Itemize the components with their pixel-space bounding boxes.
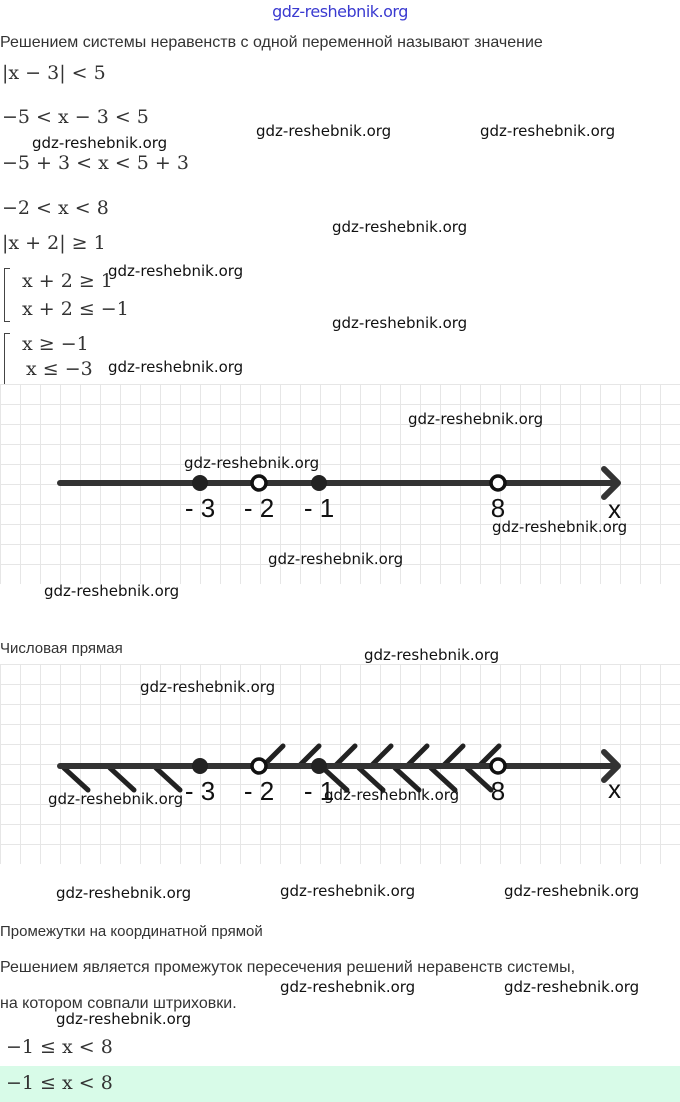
watermark: gdz-reshebnik.org <box>332 218 468 236</box>
hatch-stroke <box>332 743 358 769</box>
point-label: - 1 <box>304 776 334 806</box>
watermark: gdz-reshebnik.org <box>108 262 244 280</box>
watermark: gdz-reshebnik.org <box>44 582 180 600</box>
watermark: gdz-reshebnik.org <box>324 786 460 804</box>
watermark: gdz-reshebnik.org <box>184 454 320 472</box>
answer-box: −1 ≤ x < 8 <box>0 1066 680 1102</box>
watermark: gdz-reshebnik.org <box>364 646 500 664</box>
step-line-3: −5 + 3 < x < 5 + 3 <box>2 152 189 174</box>
point-label: - 1 <box>304 493 334 523</box>
hatch-stroke <box>320 765 350 793</box>
open-point <box>489 757 507 775</box>
set-bracket-2 <box>4 333 10 385</box>
watermark: gdz-reshebnik.org <box>108 358 244 376</box>
filled-point <box>192 475 208 491</box>
point-label: 8 <box>491 776 505 806</box>
set2-line-2: x ≤ −3 <box>26 358 93 380</box>
hatch-stroke <box>404 743 430 769</box>
set1-line-1: x + 2 ≥ 1 <box>22 270 113 292</box>
open-point <box>489 474 507 492</box>
conclusion-line-1: Решением является промежуток пересечения… <box>0 959 576 976</box>
hatch-stroke <box>356 765 386 793</box>
watermark: gdz-reshebnik.org <box>140 678 276 696</box>
point-label: - 3 <box>185 776 215 806</box>
hatch-stroke <box>476 743 502 769</box>
hatch-stroke <box>368 743 394 769</box>
axis-label: x <box>608 494 621 524</box>
number-line-figure-2: x - 3 - 2 - 1 8 <box>0 664 680 864</box>
intro-text: Решением системы неравенств с одной пере… <box>0 34 543 51</box>
filled-point <box>311 475 327 491</box>
step-line-4: −2 < x < 8 <box>2 197 109 219</box>
open-point <box>250 474 268 492</box>
number-line-1: x - 3 - 2 - 1 8 <box>57 466 621 524</box>
axis-label: x <box>608 774 621 804</box>
conclusion-line-2: на котором совпали штриховки. <box>0 995 237 1012</box>
axis-arrow <box>601 466 621 500</box>
watermark: gdz-reshebnik.org <box>408 410 544 428</box>
point-label: - 3 <box>185 493 215 523</box>
hatch-stroke <box>107 765 137 793</box>
watermark: gdz-reshebnik.org <box>332 314 468 332</box>
answer-inequality: −1 ≤ x < 8 <box>6 1072 113 1094</box>
watermark: gdz-reshebnik.org <box>280 882 416 900</box>
inequality-1: |x − 3| < 5 <box>2 62 106 84</box>
hatch-stroke <box>392 765 422 793</box>
hatch-stroke <box>428 765 458 793</box>
watermark: gdz-reshebnik.org <box>504 882 640 900</box>
filled-point <box>311 758 327 774</box>
hatch-stroke <box>153 765 183 793</box>
watermark: gdz-reshebnik.org <box>280 978 416 996</box>
hatch-stroke <box>440 743 466 769</box>
point-label: - 2 <box>244 493 274 523</box>
point-label: - 2 <box>244 776 274 806</box>
set2-line-1: x ≥ −1 <box>22 333 89 355</box>
watermark: gdz-reshebnik.org <box>48 790 184 808</box>
watermark: gdz-reshebnik.org <box>32 134 168 152</box>
open-point <box>250 757 268 775</box>
hatch-stroke <box>61 765 91 793</box>
watermark: gdz-reshebnik.org <box>56 884 192 902</box>
hatch-stroke <box>464 765 494 793</box>
header-watermark[interactable]: gdz-reshebnik.org <box>272 2 408 21</box>
watermark: gdz-reshebnik.org <box>504 978 640 996</box>
caption-number-line: Числовая прямая <box>0 640 123 657</box>
watermark: gdz-reshebnik.org <box>268 550 404 568</box>
point-label: 8 <box>491 493 505 523</box>
set1-line-2: x + 2 ≤ −1 <box>22 298 129 320</box>
watermark: gdz-reshebnik.org <box>492 518 628 536</box>
inequality-2: |x + 2| ≥ 1 <box>2 232 106 254</box>
number-line-2: x - 3 - 2 - 1 8 <box>57 743 621 806</box>
caption-intervals: Промежутки на координатной прямой <box>0 923 263 940</box>
watermark: gdz-reshebnik.org <box>256 122 392 140</box>
set-bracket-1 <box>4 268 10 322</box>
watermark: gdz-reshebnik.org <box>56 1010 192 1028</box>
axis-arrow <box>601 749 621 783</box>
filled-point <box>192 758 208 774</box>
step-line-2: −5 < x − 3 < 5 <box>2 106 149 128</box>
result-inequality: −1 ≤ x < 8 <box>6 1036 113 1058</box>
number-line-figure-1: x - 3 - 2 - 1 8 <box>0 384 680 584</box>
watermark: gdz-reshebnik.org <box>480 122 616 140</box>
hatch-stroke <box>296 743 322 769</box>
